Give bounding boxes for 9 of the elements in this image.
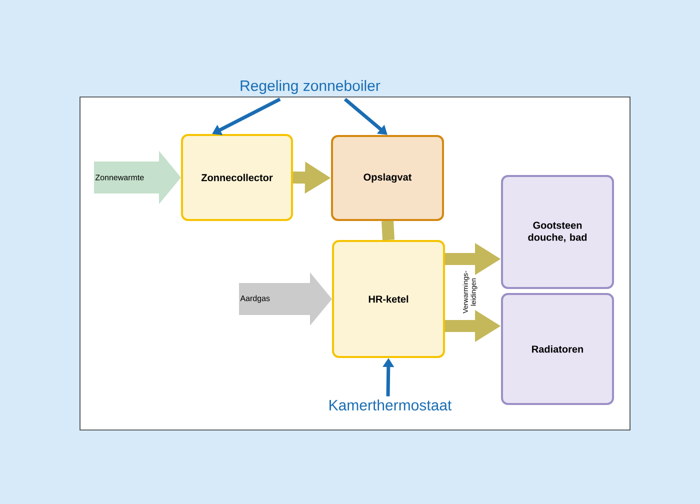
edge-label: Zonnewarmte	[95, 174, 144, 180]
process-box: HR-ketel	[332, 240, 445, 358]
process-box: Gootsteen douche, bad	[501, 175, 614, 289]
heading-text: Regeling zonneboiler	[240, 80, 380, 94]
process-box: Opslagvat	[331, 135, 444, 221]
process-box: Radiatoren	[501, 293, 614, 405]
process-box: Zonnecollector	[181, 134, 293, 221]
edge-label: Aardgas	[240, 295, 270, 303]
heading-text: Kamerthermostaat	[330, 400, 452, 410]
